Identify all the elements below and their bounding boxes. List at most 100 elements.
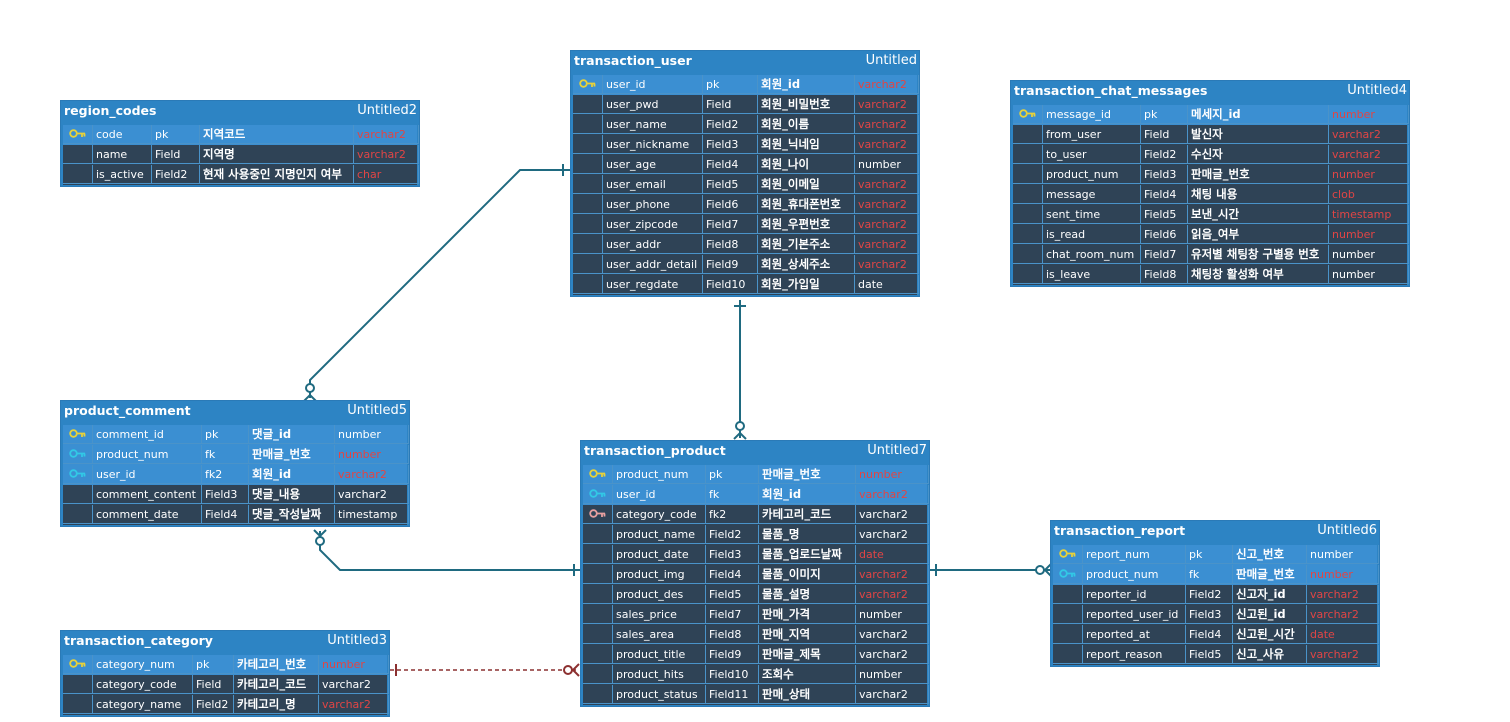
column-name: user_phone — [603, 195, 703, 214]
relation-crowfoot-mark — [733, 431, 747, 440]
column-kind: Field — [1141, 125, 1188, 144]
column-kind: Field3 — [202, 485, 249, 504]
column-kind: Field7 — [1141, 245, 1188, 264]
primary-key-icon — [1013, 105, 1043, 124]
column-name: message_id — [1043, 105, 1141, 124]
column-kind: fk — [1186, 565, 1233, 584]
column-name: is_read — [1043, 225, 1141, 244]
key-cell — [63, 165, 93, 184]
column-kind: Field2 — [1141, 145, 1188, 164]
key-cell — [583, 565, 613, 584]
column-type: varchar2 — [354, 145, 419, 164]
column-comment: 판매글_번호 — [249, 445, 335, 464]
column-comment: 채팅 내용 — [1188, 185, 1329, 204]
column-name: product_num — [1043, 165, 1141, 184]
column-kind: Field3 — [1186, 605, 1233, 624]
key-cell — [63, 695, 93, 714]
column-type: varchar2 — [856, 645, 929, 664]
column-kind: Field7 — [706, 605, 759, 624]
column-comment: 보낸_시간 — [1188, 205, 1329, 224]
column-kind: Field4 — [703, 155, 758, 174]
column-type: varchar2 — [856, 485, 929, 504]
primary-key-icon — [1053, 545, 1083, 564]
table-name: transaction_user — [574, 53, 692, 68]
table-name: transaction_category — [64, 633, 213, 648]
column-name: user_email — [603, 175, 703, 194]
column-name: user_pwd — [603, 95, 703, 114]
key-cell — [573, 155, 603, 174]
column-kind: Field3 — [706, 545, 759, 564]
column-type: varchar2 — [856, 565, 929, 584]
column-kind: Field10 — [703, 275, 758, 294]
column-comment: 회원_기본주소 — [758, 235, 855, 254]
column-kind: pk — [202, 425, 249, 444]
relation-optional-mark — [1035, 565, 1045, 575]
column-type: number — [1329, 105, 1409, 124]
